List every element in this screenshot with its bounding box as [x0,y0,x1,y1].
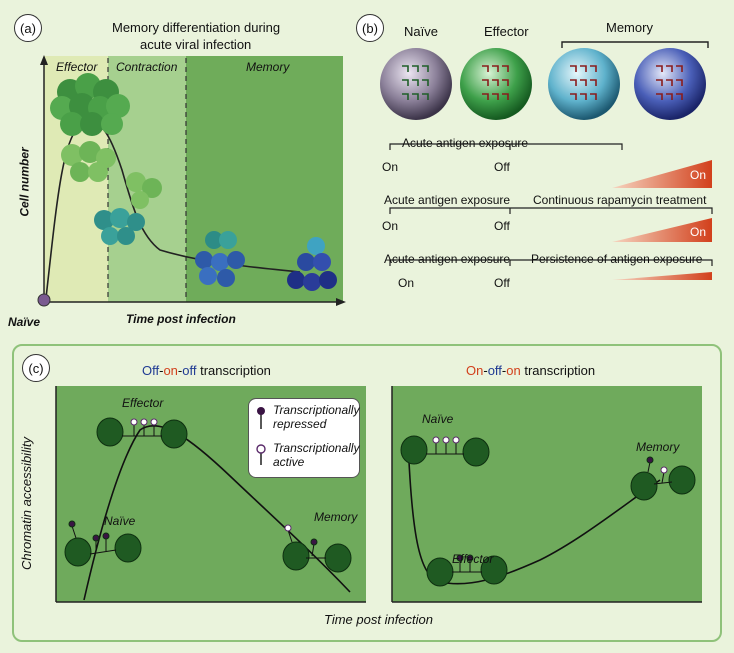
right-memory-nucleosomes [630,456,696,501]
left-title-suffix: transcription [196,363,271,378]
row1-ramp [612,160,712,188]
row1-ramp-on: On [690,168,707,182]
panel-c-badge: (c) [22,354,50,382]
right-naive-nucleosomes [400,435,490,467]
left-graph-title: Off-on-off transcription [142,363,271,378]
row2-timeline [389,207,713,214]
left-title-dash-1: - [159,363,164,378]
phase-contraction-bg [108,56,186,302]
row3-persist: Persistence of antigen exposure [531,252,703,266]
left-title-on: on [163,363,178,378]
chromatin-marks [402,65,683,100]
panel-b-badge: (b) [356,14,384,42]
row1-on: On [382,160,399,174]
right-effector-nucleosomes [426,554,508,587]
right-memory-label: Memory [636,440,680,454]
left-effector-nucleosomes [96,417,188,449]
phase-memory-label: Memory [246,60,290,74]
right-title-dash-1: - [483,363,488,378]
row1-timeline [389,143,623,150]
row3-off: Off [494,276,510,290]
cell-label-naive: Naïve [404,24,438,39]
legend-active-line2: active [273,455,305,469]
row3-timeline [389,259,713,266]
memory-bracket [561,41,709,48]
legend-repressed-line1: Transcriptionally [273,403,360,417]
right-title-suffix: transcription [520,363,596,378]
x-axis-arrow [336,298,346,306]
legend-active-line1: Transcriptionally [273,441,360,455]
left-memory-label: Memory [314,510,358,524]
left-naive-label: Naïve [104,514,136,528]
right-title-on-2: on [506,363,521,378]
memory-cell-icon-2 [634,48,706,120]
left-naive-nucleosomes [64,520,142,567]
row2-ramp [612,218,712,242]
right-title-on-1: On [466,363,484,378]
right-title-dash-2: - [501,363,507,378]
panel-a-origin-label: Naïve [8,315,41,329]
row2-on: On [382,219,399,233]
naive-cell-icon [380,48,452,120]
panel-c-x-axis-label: Time post infection [324,612,433,627]
panel-b-timelines [389,143,713,280]
early-cluster [61,141,116,182]
panel-a-graph [37,55,346,307]
memory-cluster-1 [195,231,245,287]
row3-label: Acute antigen exposure [384,252,511,266]
memory-cell-icon-1 [548,48,620,120]
panel-b-cells [380,41,709,120]
transcription-legend: Transcriptionally repressed Transcriptio… [248,398,360,478]
memory-cluster-2 [287,237,337,291]
effector-peak-cluster [50,73,130,136]
panel-a-badge: (a) [14,14,42,42]
effector-cell-icon [460,48,532,120]
left-memory-nucleosomes [282,524,352,573]
left-title-off-2: off [182,363,197,378]
right-title-off: off [487,363,502,378]
panel-c-graphs [55,386,702,603]
y-axis-arrow [40,55,48,65]
row2-off: Off [494,219,510,233]
memory-group-label: Memory [606,20,653,35]
contraction-cluster [126,172,162,209]
phase-contraction-label: Contraction [116,60,178,74]
legend-repressed-icon [257,407,265,415]
panel-c-frame [12,344,722,642]
panel-a-title-line1: Memory differentiation during [112,20,281,35]
legend-repressed-line2: repressed [273,417,327,431]
row3-on: On [398,276,415,290]
right-effector-label: Effector [452,552,494,566]
legend-icons [256,407,266,465]
left-effector-label: Effector [122,396,164,410]
legend-active-icon [256,444,266,454]
row3-ramp [612,272,712,280]
panel-a-x-axis-label: Time post infection [126,312,236,326]
row2-ramp-on: On [690,225,707,239]
row2-treatment: Continuous rapamycin treatment [533,193,707,207]
phase-effector-label: Effector [56,60,98,74]
transition-cluster [94,208,145,245]
left-title-dash-2: - [177,363,183,378]
row2-label: Acute antigen exposure [384,193,511,207]
naive-origin-cell [37,293,51,307]
panel-a-y-axis-label: Cell number [17,147,32,217]
left-title-off-1: Off [142,363,160,378]
row1-off: Off [494,160,510,174]
right-naive-label: Naïve [422,412,454,426]
cell-label-effector: Effector [484,24,529,39]
row1-label: Acute antigen exposure [402,136,529,150]
right-graph-title: On-off-on transcription [466,363,595,378]
panel-c-y-axis-label: Chromatin accessibility [18,437,34,570]
panel-a-title-line2: acute viral infection [140,37,252,52]
